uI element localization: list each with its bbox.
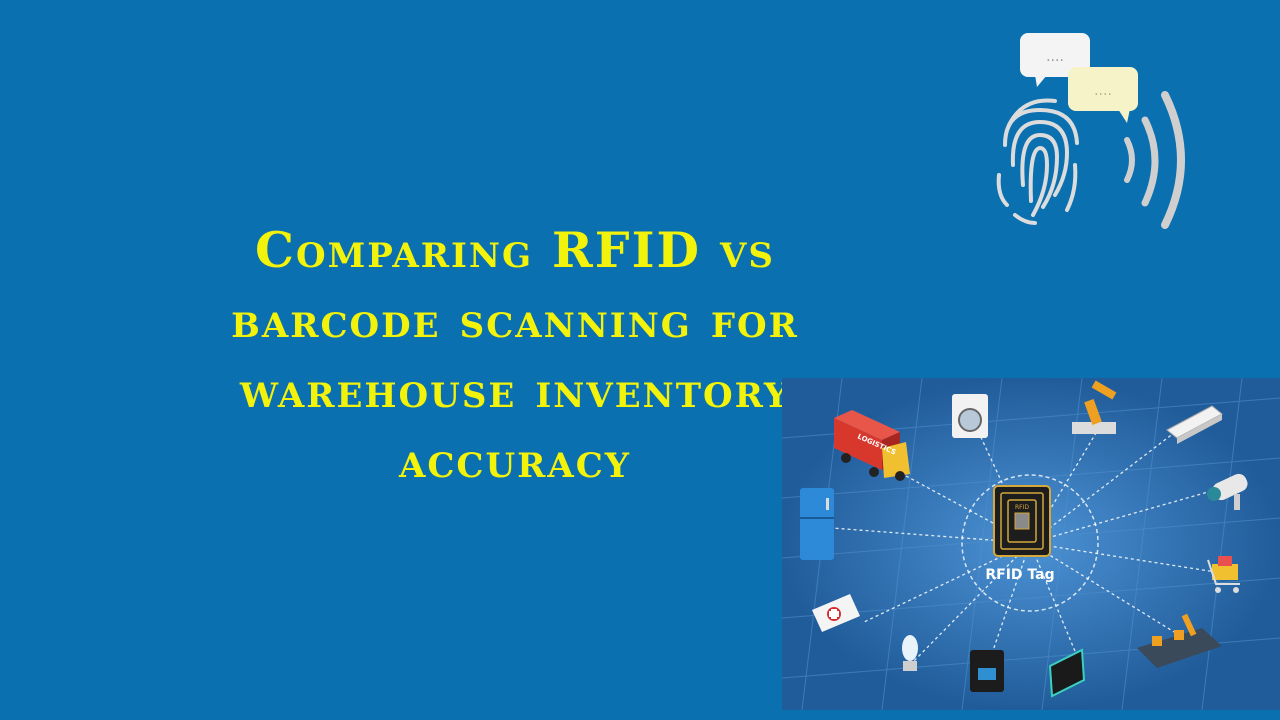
fingerprint-icon <box>996 98 1079 225</box>
security-camera-icon <box>1207 473 1248 510</box>
tag-ring <box>961 474 1099 612</box>
truck-icon: LOGISTICS <box>834 410 910 481</box>
speech-bubble-white: .... <box>1020 33 1090 87</box>
shopping-cart-icon <box>1207 556 1240 593</box>
title-line-2: barcode scanning for <box>231 291 799 349</box>
first-aid-kit-icon <box>812 594 860 632</box>
robot-arm-icon <box>1072 380 1117 434</box>
monitor-icon <box>1048 648 1086 698</box>
bubble-dots-2: .... <box>1094 83 1112 99</box>
air-conditioner-icon <box>1166 405 1223 444</box>
refrigerator-icon <box>800 488 834 560</box>
rfid-tag-label: RFID Tag <box>985 567 1054 583</box>
rfid-network-illustration: RFID RFID Tag LOGISTICS <box>782 378 1280 710</box>
speech-bubble-yellow: .... <box>1068 67 1138 123</box>
title-line-4: accuracy <box>398 431 632 489</box>
rfid-tag-icon: RFID <box>993 485 1051 557</box>
title-line-3: warehouse inventory <box>239 361 791 419</box>
title-line-1: Comparing RFID vs <box>255 221 775 279</box>
factory-line-icon <box>1137 613 1222 668</box>
signal-wave-icon <box>1124 91 1185 229</box>
coffee-machine-icon <box>970 650 1004 692</box>
fingerprint-signal-graphic: .... .... <box>985 25 1215 240</box>
chip-label: RFID <box>1015 504 1029 511</box>
washing-machine-icon <box>952 394 988 438</box>
light-bulb-icon <box>902 635 918 671</box>
bubble-dots-1: .... <box>1046 49 1064 65</box>
slide-title: Comparing RFID vs barcode scanning for w… <box>100 215 930 495</box>
